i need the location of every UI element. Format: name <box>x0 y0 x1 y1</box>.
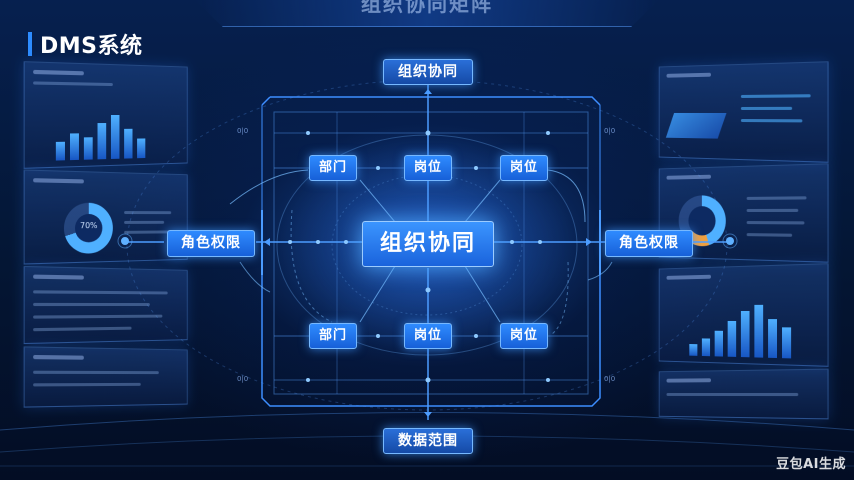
center-node-org-collab[interactable]: 组织协同 <box>362 221 494 267</box>
corner-mark-top-left: 0|0 <box>237 127 249 135</box>
bottom-label-data-scope[interactable]: 数据范围 <box>383 428 473 454</box>
left-node-role-permission[interactable]: 角色权限 <box>167 230 255 257</box>
corner-mark-top-right: 0|0 <box>604 127 616 135</box>
page-title: 组织协同矩阵 <box>361 0 493 16</box>
header-banner <box>195 0 659 27</box>
node-post-bottom-right[interactable]: 岗位 <box>500 323 548 349</box>
node-dept-bottom[interactable]: 部门 <box>309 323 357 349</box>
ai-watermark: 豆包AI生成 <box>776 457 846 472</box>
right-node-role-permission[interactable]: 角色权限 <box>605 230 693 257</box>
node-post-top-right[interactable]: 岗位 <box>500 155 548 181</box>
node-post-bottom-center[interactable]: 岗位 <box>404 323 452 349</box>
brand-title: DMS系统 <box>40 34 143 59</box>
corner-mark-bottom-right: 0|0 <box>604 375 616 383</box>
corner-mark-bottom-left: 0|0 <box>237 375 249 383</box>
top-label-org-collab[interactable]: 组织协同 <box>383 59 473 85</box>
brand: DMS系统 <box>28 30 143 59</box>
brand-accent-bar <box>28 32 32 56</box>
node-post-top-center[interactable]: 岗位 <box>404 155 452 181</box>
node-dept-top[interactable]: 部门 <box>309 155 357 181</box>
